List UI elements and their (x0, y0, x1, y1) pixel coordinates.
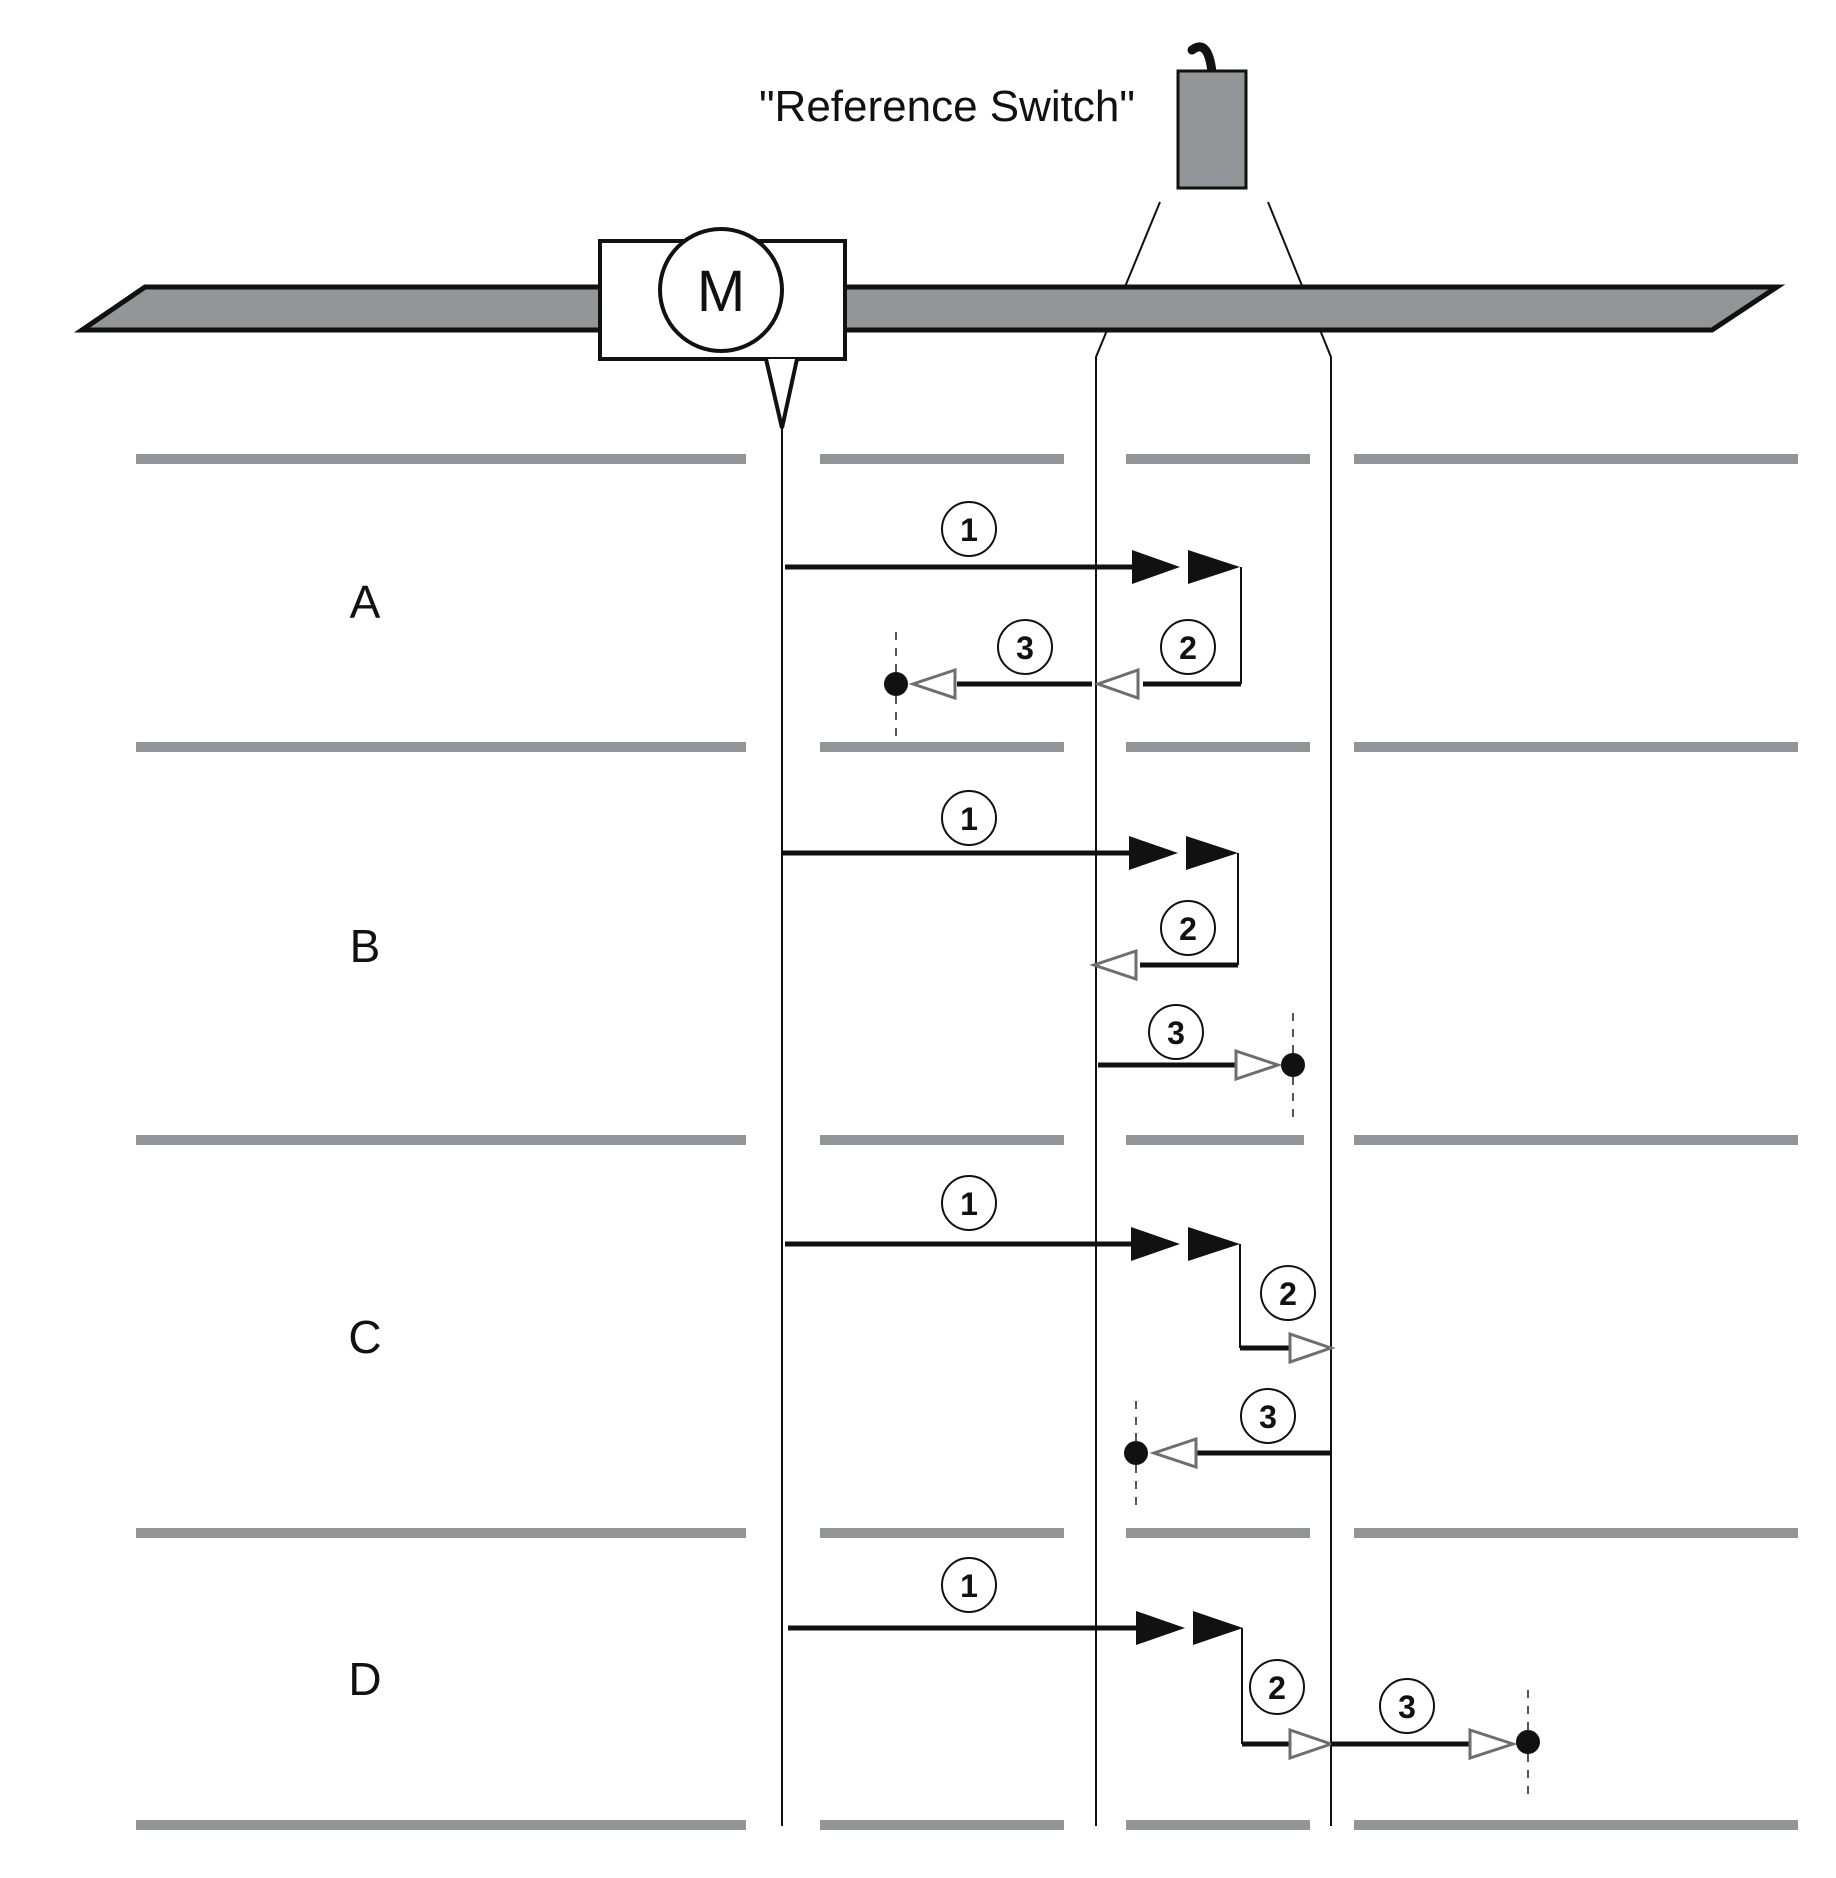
separators (136, 454, 1798, 1830)
open-arrow-head (1149, 1436, 1198, 1470)
step-number: 3 (1259, 1399, 1277, 1435)
open-arrow-head (1234, 1048, 1283, 1082)
row-c: C 1 2 3 (348, 1175, 1336, 1505)
reference-point (1516, 1730, 1540, 1754)
row-label: D (348, 1653, 381, 1705)
row-label: C (348, 1311, 381, 1363)
step-number: 3 (1016, 630, 1034, 666)
switch-label: "Reference Switch" (759, 82, 1135, 131)
double-arrow-head (1186, 836, 1238, 870)
open-arrow-head (1468, 1727, 1518, 1761)
step-number: 1 (960, 801, 978, 837)
open-arrow-head (908, 667, 957, 701)
switch-zone (1095, 201, 1332, 1826)
reference-point (1281, 1053, 1305, 1077)
step-number: 2 (1279, 1276, 1297, 1312)
step-number: 1 (960, 1186, 978, 1222)
step-number: 2 (1179, 630, 1197, 666)
step-number: 1 (960, 512, 978, 548)
step-badge (941, 1557, 997, 1613)
zone-left-edge (1095, 201, 1161, 1826)
step-badge (1160, 619, 1216, 675)
step-number: 2 (1179, 911, 1197, 947)
open-arrow-head (1093, 667, 1140, 701)
step-badge (941, 501, 997, 557)
step-badge (941, 1175, 997, 1231)
rail (73, 284, 1786, 333)
step-badge (1160, 900, 1216, 956)
step-number: 3 (1167, 1015, 1185, 1051)
double-arrow-head (1188, 550, 1240, 584)
row-label: B (350, 920, 381, 972)
zone-right-edge (1267, 201, 1332, 1826)
step-badge (941, 790, 997, 846)
motor-carriage: M (598, 227, 847, 429)
double-arrow-head (1131, 1227, 1180, 1261)
row-d: D 1 2 3 (348, 1557, 1540, 1794)
step-badge (1249, 1659, 1305, 1715)
open-arrow-head (1089, 948, 1138, 982)
double-arrow-head (1193, 1611, 1243, 1645)
reference-switch: "Reference Switch" (759, 42, 1248, 190)
open-arrow-head (1288, 1727, 1336, 1761)
step-badge (1260, 1265, 1316, 1321)
switch-cable (1187, 42, 1217, 77)
motor-label: M (697, 259, 745, 324)
switch-body (1176, 69, 1248, 190)
motor-circle (658, 227, 784, 353)
open-arrow-head (1288, 1331, 1336, 1365)
step-badge (997, 619, 1053, 675)
row-b: B 1 2 3 (350, 790, 1305, 1117)
step-number: 3 (1398, 1689, 1416, 1725)
double-arrow-head (1136, 1611, 1185, 1645)
row-a: A 1 2 3 (350, 501, 1242, 736)
double-arrow-head (1132, 550, 1180, 584)
reference-point (884, 672, 908, 696)
carriage-pointer (764, 358, 799, 429)
step-badge (1148, 1004, 1204, 1060)
step-badge (1240, 1388, 1296, 1444)
step-badge (1379, 1678, 1435, 1734)
step-number: 1 (960, 1568, 978, 1604)
double-arrow-head (1129, 836, 1178, 870)
reference-point (1124, 1441, 1148, 1465)
double-arrow-head (1188, 1227, 1240, 1261)
row-label: A (350, 576, 381, 628)
step-number: 2 (1268, 1670, 1286, 1706)
